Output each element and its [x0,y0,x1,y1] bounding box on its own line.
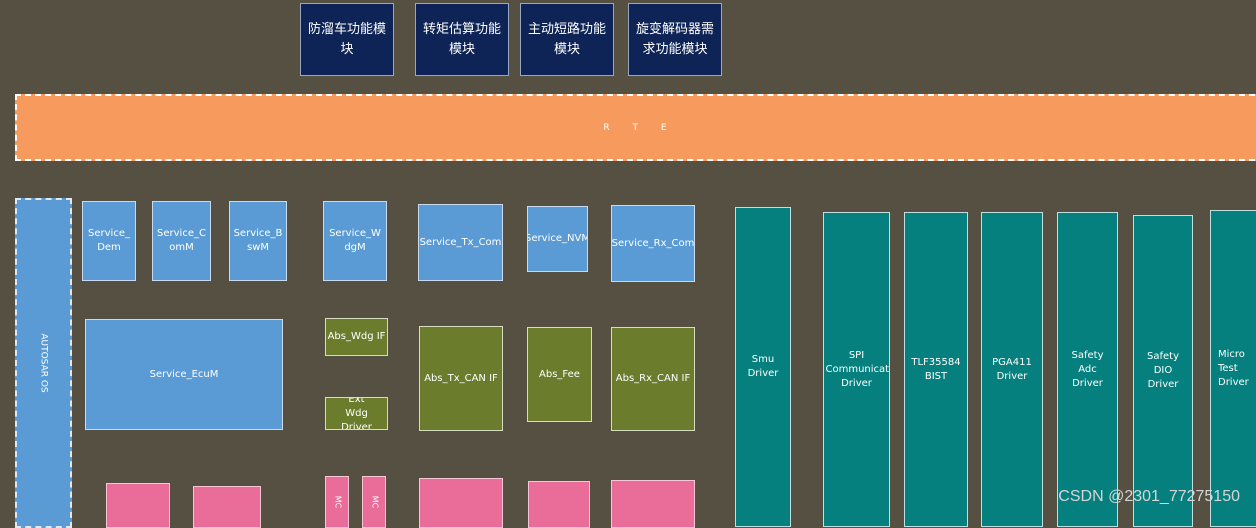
mcal-block-mc-2: MC [362,476,386,528]
abs-rx-can-if: Abs_Rx_CAN IF [611,327,695,431]
app-module-anti-rollback: 防溜车功能模块 [300,3,394,76]
app-module-resolver-decoder: 旋变解码器需求功能模块 [628,3,722,76]
service-wdgm: Service_WdgM [323,201,387,281]
service-rx-com: Service_Rx_Com [611,205,695,282]
abs-fee: Abs_Fee [527,327,592,422]
spi-communication-driver: SPI Communication Driver [823,212,890,527]
rte-layer: R T E [15,94,1256,161]
service-tx-com: Service_Tx_Com [418,204,503,281]
service-nvm: Service_NVM [527,206,588,272]
app-module-active-short-circuit: 主动短路功能模块 [520,3,614,76]
ext-wdg-driver: Ext Wdg Driver [325,397,388,430]
pga411-driver: PGA411 Driver [981,212,1043,527]
safety-adc-driver: Safety Adc Driver [1057,212,1118,527]
abs-wdg-if: Abs_Wdg IF [325,318,388,356]
mcal-block-1 [106,483,170,528]
autosar-os-block: AUTOSAR OS [15,198,72,528]
watermark-text: CSDN @2301_77275150 [1058,488,1240,505]
mcal-block-2 [193,486,261,528]
mcal-block-4 [528,481,590,528]
service-comm: Service_ComM [152,201,211,281]
abs-tx-can-if: Abs_Tx_CAN IF [419,326,503,431]
safety-dio-driver: Safety DIO Driver [1133,215,1193,527]
tlf35584-bist-driver: TLF35584 BIST [904,212,968,527]
service-bswm: Service_BswM [229,201,287,281]
service-dem: Service_Dem [82,201,136,281]
mcal-block-mc-1: MC [325,476,349,528]
mcal-block-3 [419,478,503,528]
app-module-torque-estimation: 转矩估算功能模块 [415,3,509,76]
micro-test-driver: Micro Test Driver [1210,210,1256,527]
smu-driver: Smu Driver [735,207,791,527]
mcal-block-5 [611,480,695,528]
service-ecum: Service_EcuM [85,319,283,430]
